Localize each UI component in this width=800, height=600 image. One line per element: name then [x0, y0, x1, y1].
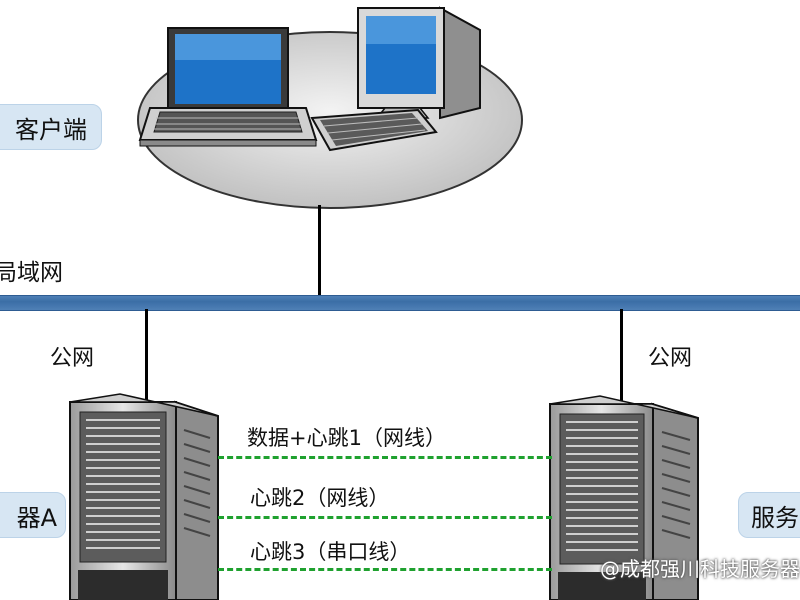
public-net-left-label: 公网	[50, 346, 95, 371]
server-a-label: 器A	[0, 492, 66, 538]
link-dashed-line	[218, 568, 552, 571]
link-dashed-line	[218, 516, 552, 519]
watermark: @成都强川科技服务器	[600, 557, 800, 581]
server-b-label-text: 服务	[751, 503, 799, 532]
server-b-uplink	[620, 309, 623, 404]
server-a-label-text: 器A	[16, 503, 57, 532]
link-label: 心跳2（网线）	[250, 486, 390, 510]
server-b-label: 服务	[738, 492, 800, 538]
link-label: 数据+心跳1（网线）	[247, 426, 446, 450]
client-uplink	[318, 205, 321, 297]
public-net-right-label: 公网	[648, 346, 693, 371]
lan-label: 局域网	[0, 260, 63, 286]
client-label-text: 客户端	[15, 115, 87, 144]
lan-bus	[0, 295, 800, 311]
link-label: 心跳3（串口线）	[250, 540, 411, 564]
client-label: 客户端	[0, 104, 102, 150]
server-a-uplink	[145, 309, 148, 404]
link-dashed-line	[218, 456, 552, 459]
